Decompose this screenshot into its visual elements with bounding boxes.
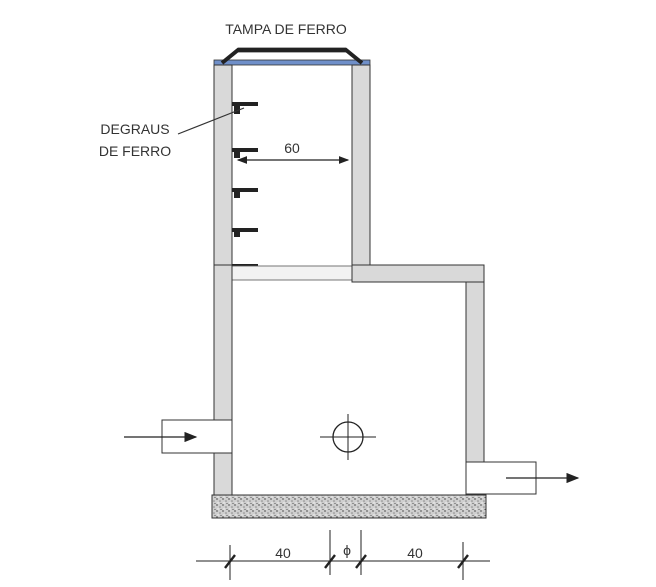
dim-left-label: 40 [275, 545, 291, 561]
steps-label-line2: DE FERRO [99, 143, 171, 159]
lid-label: TAMPA DE FERRO [225, 21, 347, 37]
shaft-right-wall [351, 64, 371, 266]
steps-leader-line [177, 107, 245, 135]
chamber-right-wall [465, 281, 485, 463]
chamber-left-wall [213, 264, 233, 496]
chamber-top-slab [351, 264, 485, 283]
dim-pipe-label: ϕ [343, 542, 351, 558]
pipe-section-symbol [320, 414, 376, 460]
concrete-base-slab [211, 494, 487, 519]
shaft-floor-band [231, 265, 353, 281]
bottom-dimension-line [196, 530, 490, 580]
dim-right-label: 40 [407, 545, 423, 561]
shaft-left-wall [213, 64, 233, 266]
iron-steps [232, 102, 258, 273]
shaft-width-label: 60 [284, 140, 300, 156]
steps-label-line1: DEGRAUS [100, 121, 169, 137]
iron-lid [213, 47, 371, 66]
